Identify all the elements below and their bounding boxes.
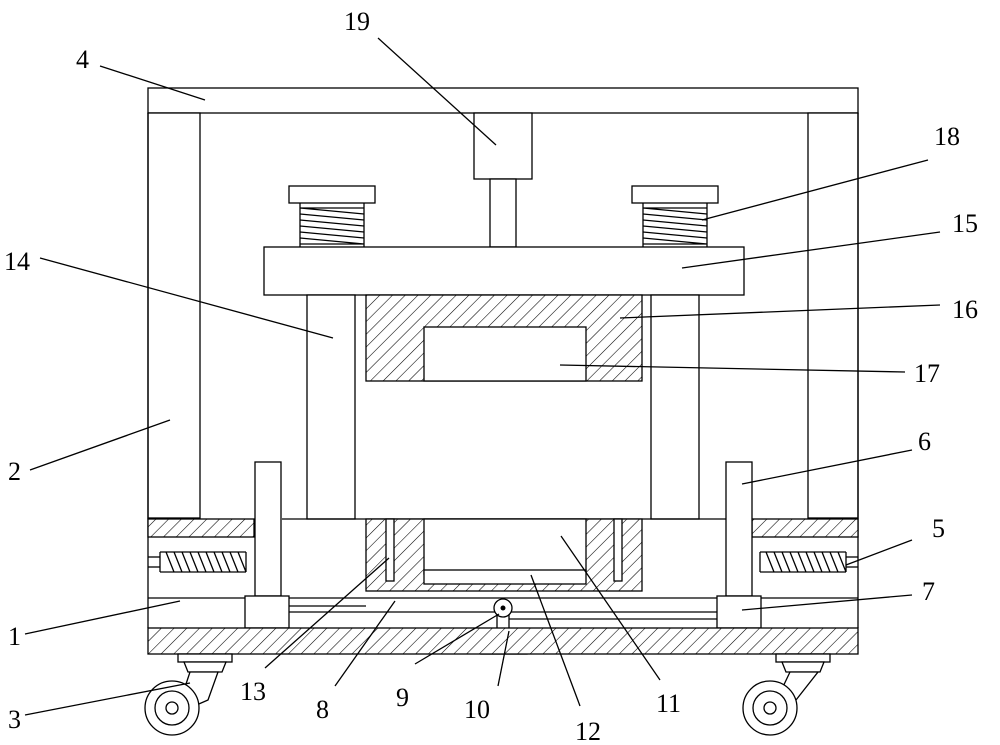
lower-die-cavity	[423, 518, 587, 575]
left-slider	[244, 595, 290, 629]
left-inner-post	[306, 294, 356, 520]
label-part-10: 10	[464, 695, 490, 724]
label-part-1: 1	[8, 622, 21, 651]
upper-die-cavity	[423, 326, 587, 382]
left-vertical-bar	[254, 461, 282, 597]
label-part-15: 15	[952, 209, 978, 238]
left-horizontal-spring	[148, 551, 247, 573]
label-part-2: 2	[8, 457, 21, 486]
label-part-13: 13	[240, 677, 266, 706]
right-slider	[716, 595, 762, 629]
right-vertical-bar	[725, 461, 753, 597]
left-side-block	[147, 518, 255, 538]
pressing-plate	[263, 246, 745, 296]
label-part-11: 11	[656, 689, 681, 718]
cylinder-rod	[489, 178, 517, 248]
right-caster	[742, 653, 831, 736]
label-part-16: 16	[952, 295, 978, 324]
label-part-6: 6	[918, 427, 931, 456]
base-plate	[147, 627, 859, 655]
label-part-5: 5	[932, 514, 945, 543]
left-outer-post	[147, 112, 201, 519]
left-guide-slot	[385, 518, 395, 582]
top-beam	[147, 87, 859, 114]
right-inner-post	[650, 294, 700, 520]
leader-lines	[24, 37, 941, 716]
left-top-spring	[288, 185, 376, 247]
label-part-9: 9	[396, 683, 409, 712]
label-part-19: 19	[344, 7, 370, 36]
right-guide-slot	[613, 518, 623, 582]
label-part-3: 3	[8, 705, 21, 734]
label-part-17: 17	[914, 359, 940, 388]
pivot-center	[500, 605, 506, 611]
label-part-4: 4	[76, 45, 89, 74]
right-horizontal-spring	[759, 551, 858, 573]
label-part-12: 12	[575, 717, 601, 745]
right-side-block	[751, 518, 859, 538]
ejector-plate	[423, 569, 587, 585]
right-top-spring	[631, 185, 719, 247]
cylinder-body	[473, 112, 533, 180]
right-outer-post	[807, 112, 859, 519]
left-caster	[144, 653, 233, 736]
label-part-18: 18	[934, 122, 960, 151]
label-part-7: 7	[922, 577, 935, 606]
label-part-14: 14	[4, 247, 30, 276]
label-part-8: 8	[316, 695, 329, 724]
